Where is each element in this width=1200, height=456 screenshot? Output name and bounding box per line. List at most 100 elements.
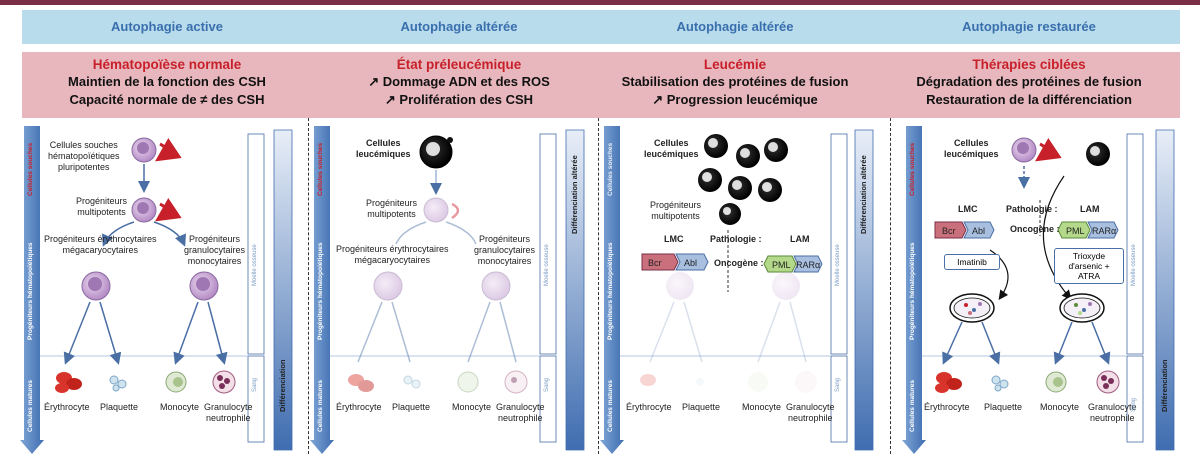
axis-progeniteurs-2: Progéniteurs hématopoïétiques	[317, 242, 324, 340]
axis-progeniteurs-4: Progéniteurs hématopoïétiques	[909, 242, 916, 340]
panel-1-cells	[55, 137, 236, 394]
state-title-3: Leucémie	[703, 57, 767, 72]
lmc-label-4: LMC	[958, 204, 978, 214]
autophagy-status-4: Autophagie restaurée	[962, 19, 1096, 34]
state-title-2: État préleucémique	[396, 57, 522, 72]
autophagy-header-bar: Autophagie active Autophagie altérée Aut…	[22, 10, 1180, 44]
panel-4-cells	[934, 137, 1120, 394]
panel-separator-2	[598, 118, 599, 454]
pathology-label-3: Pathologie :	[710, 234, 762, 244]
rar-label-3: RARα	[796, 260, 821, 270]
axis-cellules-matures-3: Cellules matures	[607, 379, 614, 432]
state-line-2a: ↗ Dommage ADN et des ROS	[368, 74, 550, 89]
panel-2-cells	[348, 135, 528, 394]
imatinib-box: Imatinib	[944, 254, 1000, 270]
oncogene-label-3: Oncogène :	[714, 258, 764, 268]
monocyte-label-2: Monocyte	[452, 402, 492, 412]
axis-cellules-matures-1: Cellules matures	[27, 379, 34, 432]
sang-label-1: Sang	[252, 377, 258, 392]
abl-label-3: Abl	[684, 258, 698, 268]
state-line-4b: Restauration de la différenciation	[926, 92, 1132, 107]
lineage-arrow-4	[902, 126, 926, 454]
sang-label-3: Sang	[835, 377, 841, 392]
panel-separator-1	[308, 118, 309, 454]
lineage-arrow-3	[600, 126, 624, 454]
sang-label-2: Sang	[544, 377, 550, 392]
differentiation-wedge-4	[1155, 129, 1175, 451]
state-line-3a: Stabilisation des protéines de fusion	[621, 74, 849, 89]
state-line-3b: ↗ Progression leucémique	[652, 92, 818, 107]
differentiation-wedge-2	[565, 129, 585, 451]
moelle-label-2: Moelle osseuse	[544, 244, 550, 286]
lmc-label-3: LMC	[664, 234, 684, 244]
erythrocyte-label-3: Érythrocyte	[626, 402, 672, 412]
lam-label-4: LAM	[1080, 204, 1100, 214]
state-line-1a: Maintien de la fonction des CSH	[68, 74, 266, 89]
plaquette-label-2: Plaquette	[392, 402, 431, 412]
panel-separator-3	[890, 118, 891, 454]
sang-label-4: Sang	[1131, 397, 1137, 412]
state-line-4a: Dégradation des protéines de fusion	[916, 74, 1142, 89]
differentiation-label-1: Différenciation	[278, 359, 287, 412]
axis-cellules-matures-2: Cellules matures	[317, 379, 324, 432]
pml-label-3: PML	[772, 260, 791, 270]
differentiation-wedge-3	[854, 129, 874, 451]
erythrocyte-label-4: Érythrocyte	[924, 402, 970, 412]
lineage-arrow-2	[310, 126, 334, 454]
axis-cellules-souches-2: Cellules souches	[317, 142, 324, 196]
axis-cellules-matures-4: Cellules matures	[909, 379, 916, 432]
axis-cellules-souches-3: Cellules souches	[607, 142, 614, 196]
bcr-label-4: Bcr	[942, 226, 956, 236]
rar-label-4: RARα	[1092, 226, 1117, 236]
pml-label-4: PML	[1066, 226, 1085, 236]
moelle-label-4: Moelle osseuse	[1131, 244, 1137, 286]
abl-label-4: Abl	[972, 226, 986, 236]
state-title-1: Hématopoïèse normale	[92, 57, 242, 72]
autophagy-status-3: Autophagie altérée	[676, 19, 794, 34]
axis-cellules-souches-4: Cellules souches	[909, 142, 916, 196]
autophagy-status-1: Autophagie active	[111, 19, 223, 34]
lam-label-3: LAM	[790, 234, 810, 244]
autophagy-status-2: Autophagie altérée	[400, 19, 518, 34]
monocyte-label-1: Monocyte	[160, 402, 200, 412]
monocyte-label-3: Monocyte	[742, 402, 782, 412]
axis-progeniteurs-1: Progéniteurs hématopoïétiques	[27, 242, 34, 340]
plaquette-label-1: Plaquette	[100, 402, 139, 412]
panel-3-cells	[640, 134, 823, 393]
state-title-4: Thérapies ciblées	[972, 57, 1086, 72]
differentiation-label-4: Différenciation	[1160, 359, 1169, 412]
lineage-arrow-1	[20, 126, 44, 454]
differentiation-wedge-1	[273, 129, 293, 451]
state-line-2b: ↗ Prolifération des CSH	[384, 92, 534, 107]
plaquette-label-3: Plaquette	[682, 402, 721, 412]
moelle-label-1: Moelle osseuse	[252, 244, 258, 286]
monocyte-label-4: Monocyte	[1040, 402, 1080, 412]
plaquette-label-4: Plaquette	[984, 402, 1023, 412]
moelle-label-3: Moelle osseuse	[835, 244, 841, 286]
erythrocyte-label-1: Érythrocyte	[44, 402, 90, 412]
oncogene-label-4: Oncogène :	[1010, 224, 1060, 234]
state-line-1b: Capacité normale de ≠ des CSH	[69, 92, 265, 107]
differentiation-altered-label-2: Différenciation altérée	[570, 155, 579, 234]
axis-progeniteurs-3: Progéniteurs hématopoïétiques	[607, 242, 614, 340]
bcr-label-3: Bcr	[648, 258, 662, 268]
differentiation-altered-label-3: Différenciation altérée	[859, 155, 868, 234]
